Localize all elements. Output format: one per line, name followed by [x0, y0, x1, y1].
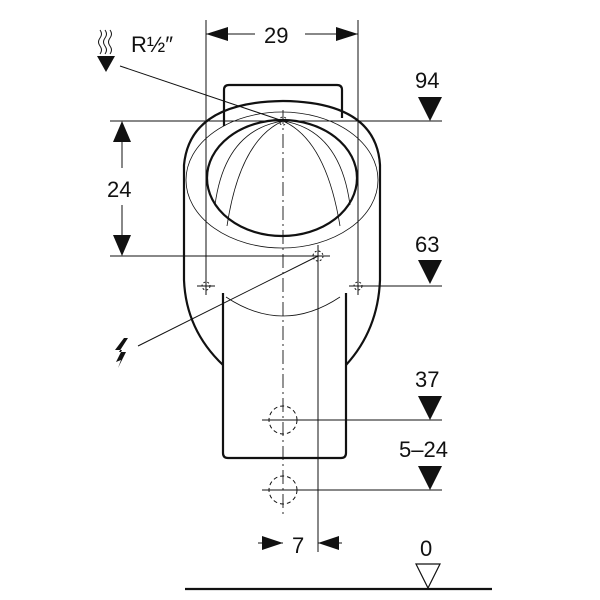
level-label-37: 37	[415, 367, 439, 392]
water-leader	[119, 65, 284, 122]
level-marker-63	[418, 260, 442, 284]
level-marker-5-24	[418, 466, 442, 490]
level-label-0: 0	[420, 536, 432, 561]
water-supply-icon	[98, 29, 112, 55]
bowl-outer-rim	[185, 111, 379, 249]
urinal-body-outline	[182, 99, 382, 366]
height-dimension: 24	[107, 177, 131, 202]
bowl-inner-lines	[214, 120, 351, 227]
pedestal	[221, 293, 348, 460]
level-label-5-24: 5–24	[399, 437, 448, 462]
level-marker-94	[418, 97, 442, 121]
level-label-63: 63	[415, 232, 439, 257]
electric-icon	[115, 338, 128, 368]
drain-circle-37	[268, 405, 298, 435]
water-supply-label: R½″	[131, 32, 173, 57]
mount-crosshairs	[197, 116, 367, 295]
width-dimension: 29	[264, 23, 288, 48]
back-plate	[222, 83, 344, 126]
level-marker-37	[418, 396, 442, 420]
offset-dimension: 7	[292, 533, 304, 558]
level-label-94: 94	[415, 68, 439, 93]
bowl-rim	[205, 118, 359, 238]
power-leader	[137, 255, 319, 347]
level-marker-0	[415, 563, 441, 590]
drain-circle-5-24	[268, 475, 298, 505]
